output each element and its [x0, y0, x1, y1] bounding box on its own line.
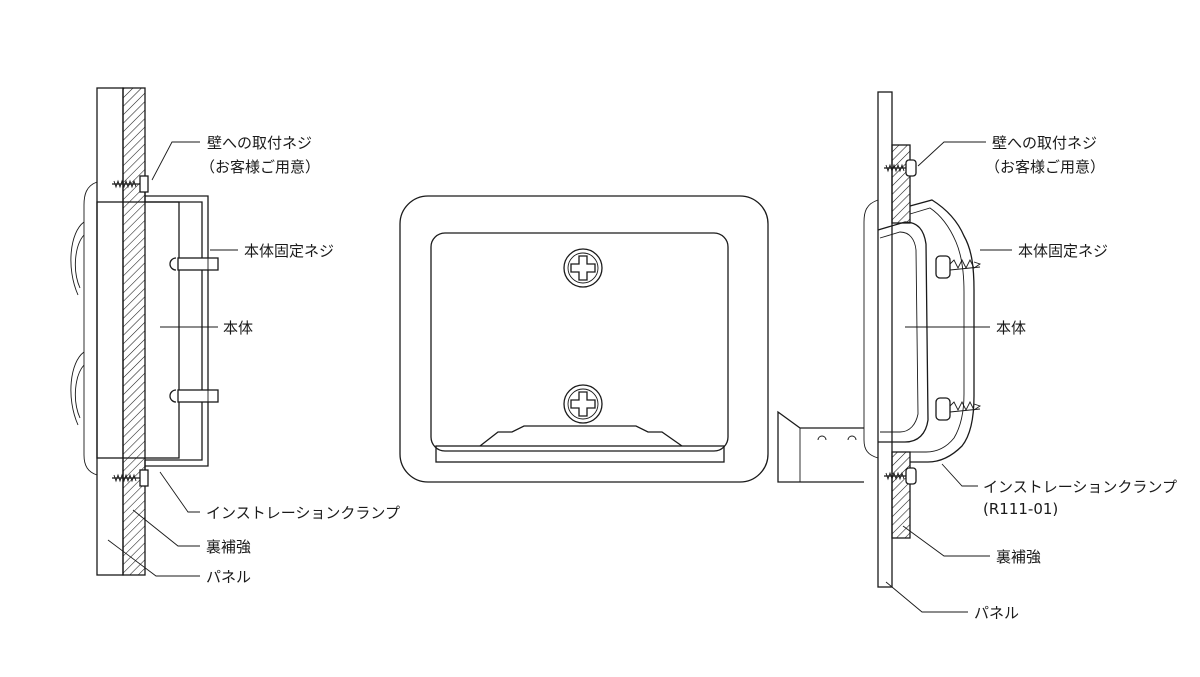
left-body-screw-top: [169, 257, 219, 271]
front-screw-bottom: [563, 384, 603, 424]
left-label-body: 本体: [223, 319, 253, 337]
left-labels: 壁への取付ネジ （お客様ご用意） 本体固定ネジ 本体 インストレーションクランプ…: [200, 134, 400, 586]
left-section-view: [70, 87, 238, 577]
right-label-panel: パネル: [974, 604, 1019, 622]
left-leader-clamp: [159, 471, 200, 513]
left-clamp: [145, 195, 209, 467]
left-label-panel: パネル: [206, 568, 251, 586]
right-labels: 壁への取付ネジ （お客様ご用意） 本体固定ネジ 本体 インストレーションクランプ…: [974, 134, 1177, 622]
right-section-view: [777, 91, 1012, 613]
right-wall-screw-bottom: [884, 467, 917, 485]
right-backing-bottom: [891, 451, 911, 539]
left-leader-wall-screw: [151, 141, 200, 181]
left-wall-screw-bottom: [112, 469, 149, 487]
right-panel: [877, 91, 893, 588]
left-clamp-inner: [145, 201, 203, 461]
left-wall-screw-top: [112, 175, 149, 193]
right-leader-wall-screw: [917, 141, 986, 167]
front-bottom-rail: [435, 445, 725, 463]
right-label-wall-screw-1: 壁への取付ネジ: [992, 134, 1097, 152]
right-clamp-inner: [909, 207, 965, 453]
right-leader-panel: [885, 581, 968, 613]
left-body: [96, 201, 180, 459]
front-inner-frame: [430, 232, 729, 452]
left-ring-top: [70, 221, 85, 296]
right-leader-clamp: [941, 463, 978, 487]
right-knob: [777, 410, 864, 483]
left-panel: [96, 87, 124, 576]
right-label-body-screw: 本体固定ネジ: [1018, 242, 1108, 260]
right-clamp: [909, 199, 975, 463]
right-label-clamp-1: インストレーションクランプ: [983, 478, 1177, 496]
front-bottom-ridge: [479, 425, 683, 447]
right-body-screw-top: [935, 255, 982, 279]
left-panel-bulge: [83, 181, 98, 476]
right-wall-screw-top: [884, 159, 917, 177]
right-panel-face: [863, 199, 879, 459]
right-label-wall-screw-2: （お客様ご用意）: [985, 158, 1105, 176]
left-label-backing: 裏補強: [206, 538, 251, 556]
left-label-clamp: インストレーションクランプ: [206, 504, 400, 522]
right-knob-pin1: [817, 435, 827, 441]
right-body-inner: [879, 231, 919, 433]
front-outer-frame: [399, 195, 769, 483]
right-knob-pin2: [847, 435, 857, 441]
left-label-wall-screw-2: （お客様ご用意）: [200, 158, 320, 176]
right-body: [877, 221, 929, 443]
right-label-clamp-2: (R111-01): [983, 500, 1058, 518]
right-backing-top: [891, 144, 911, 224]
left-leader-panel: [107, 539, 200, 577]
left-body-screw-bottom: [169, 389, 219, 403]
left-ring-top-2: [74, 234, 85, 289]
left-ring-bottom: [70, 351, 85, 426]
left-ring-bottom-2: [74, 364, 85, 419]
right-leader-backing: [902, 525, 990, 557]
front-screw-top: [563, 248, 603, 288]
left-leader-backing: [132, 509, 200, 547]
right-body-screw-bottom: [935, 397, 982, 421]
left-backing-hatch: [122, 87, 146, 576]
front-view: [399, 195, 769, 483]
left-label-body-screw: 本体固定ネジ: [244, 242, 334, 260]
left-label-wall-screw-1: 壁への取付ネジ: [207, 134, 312, 152]
right-label-backing: 裏補強: [996, 548, 1041, 566]
right-label-body: 本体: [996, 319, 1026, 337]
